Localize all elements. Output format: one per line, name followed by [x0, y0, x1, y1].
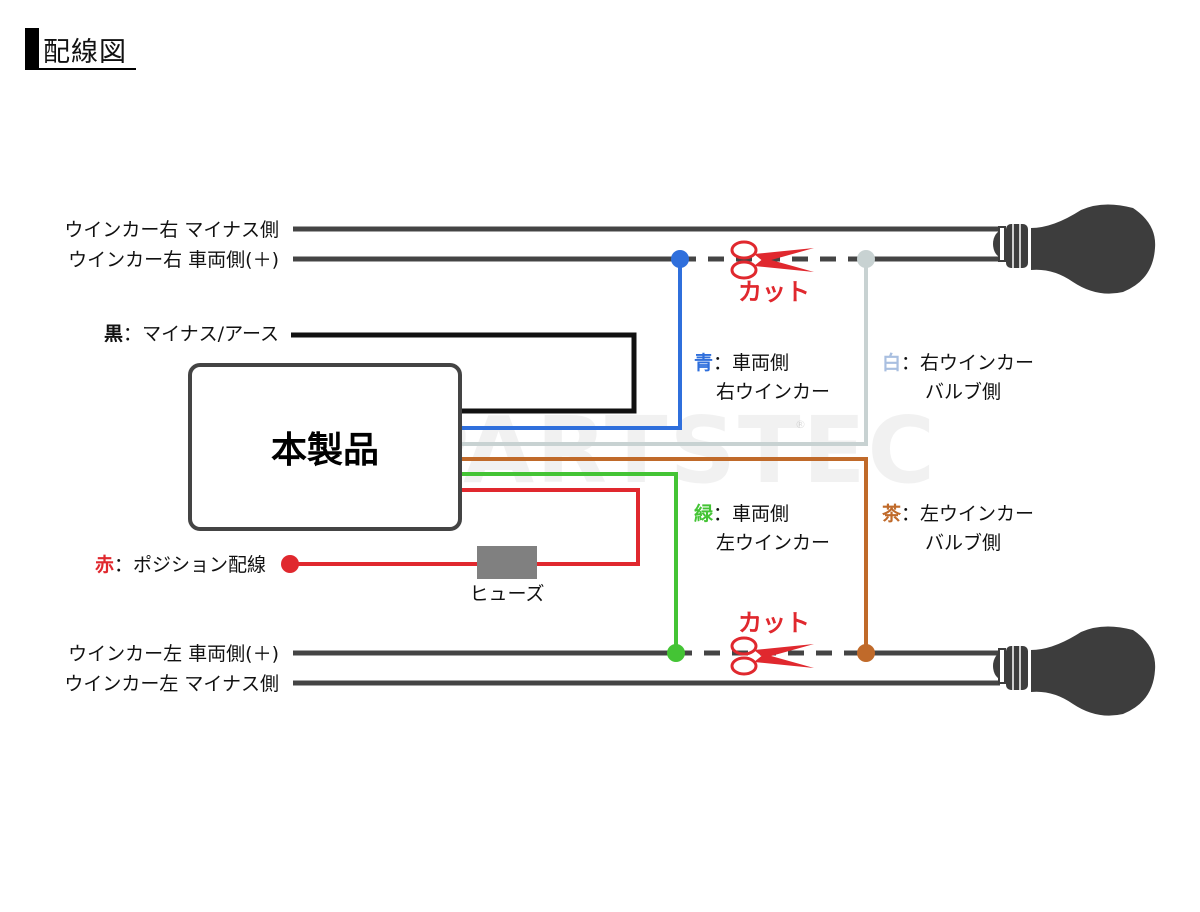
- fuse-label: ヒューズ: [469, 583, 544, 605]
- label-green-wire-line1: 緑：車両側: [694, 502, 789, 525]
- watermark: PARTSTEC ®: [402, 397, 937, 504]
- label-blue-wire-line2: 右ウインカー: [716, 381, 830, 403]
- product-box: [188, 363, 462, 531]
- brown-junction: [857, 644, 875, 662]
- brown-color-word: 茶: [882, 502, 902, 525]
- green-color-word: 緑: [694, 502, 714, 525]
- light-bulb-icon: [993, 626, 1156, 716]
- brown-wire: [462, 457, 868, 653]
- red-sep: ：: [114, 554, 133, 576]
- label-red-wire: 赤：ポジション配線: [95, 554, 266, 576]
- white-wire: [462, 259, 868, 446]
- label-green-wire-line2: 左ウインカー: [716, 532, 830, 554]
- black-desc: マイナス/アース: [142, 323, 279, 345]
- watermark-registered-mark: ®: [795, 418, 806, 431]
- black-sep: ：: [123, 323, 142, 345]
- label-white-wire-line2: バルブ側: [925, 380, 1001, 403]
- title-underline: [25, 68, 136, 70]
- black-wire: [291, 332, 637, 414]
- green-line1: 車両側: [732, 503, 789, 525]
- label-blue-wire-line1: 青：車両側: [694, 352, 789, 374]
- label-white-wire-line1: 白：右ウインカー: [882, 351, 1034, 374]
- red-wire-terminal: [281, 555, 299, 573]
- scissors-icon: [730, 636, 814, 676]
- green-wire: [462, 472, 678, 653]
- title-text: 配線図: [43, 37, 127, 68]
- red-color-word: 赤: [95, 554, 114, 576]
- white-line1: 右ウインカー: [920, 352, 1034, 374]
- junctions: [667, 250, 875, 662]
- red-desc: ポジション配線: [133, 554, 266, 576]
- black-color-word: 黒: [104, 323, 123, 345]
- product-label: 本製品: [271, 430, 379, 471]
- title-bar-accent: [25, 28, 39, 70]
- label-black-wire: 黒：マイナス/アース: [104, 323, 279, 345]
- brown-sep: ：: [901, 503, 920, 525]
- green-sep: ：: [713, 503, 732, 525]
- green-junction: [667, 644, 685, 662]
- label-brown-wire-line1: 茶：左ウインカー: [882, 502, 1034, 525]
- cut-label-top: カット: [738, 278, 810, 306]
- white-junction: [857, 250, 875, 268]
- label-brown-wire-line2: バルブ側: [925, 531, 1001, 554]
- light-bulb-icon: [993, 204, 1156, 294]
- red-wire: [290, 488, 640, 566]
- cut-label-bottom: カット: [738, 609, 810, 637]
- white-sep: ：: [901, 352, 920, 374]
- label-right-minus: ウインカー右 マイナス側: [64, 219, 279, 241]
- blue-line1: 車両側: [732, 352, 789, 374]
- fuse: [477, 546, 537, 579]
- label-left-plus: ウインカー左 車両側(＋): [68, 643, 279, 665]
- brown-line1: 左ウインカー: [920, 503, 1034, 525]
- scissors-icon: [730, 240, 814, 280]
- blue-junction: [671, 250, 689, 268]
- blue-wire: [462, 259, 682, 430]
- watermark-text: PARTSTEC: [402, 397, 937, 504]
- product-wires: [281, 259, 868, 653]
- blue-sep: ：: [713, 352, 732, 374]
- blue-color-word: 青: [694, 352, 713, 374]
- label-right-plus: ウインカー右 車両側(＋): [68, 249, 279, 271]
- label-left-minus: ウインカー左 マイナス側: [64, 673, 279, 695]
- white-color-word: 白: [882, 351, 901, 374]
